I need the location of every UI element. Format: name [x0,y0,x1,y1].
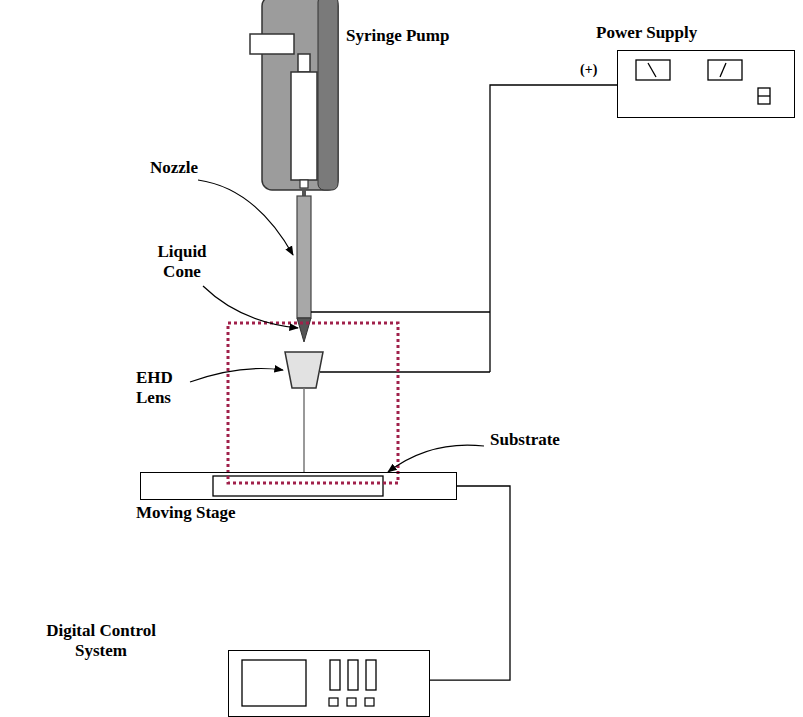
polarity-label: (+) [580,62,597,78]
wire [490,85,617,372]
control-system-box: Digital Control System [228,650,430,717]
syringe-barrel [291,72,317,180]
signal-wire [430,486,510,680]
plunger-rod [298,54,310,72]
slider [366,660,376,690]
meter-needle [720,63,726,77]
screen [242,660,306,706]
jet [303,388,305,473]
plunger-block [250,34,294,54]
part-label: Nozzle [150,158,198,178]
syringe-tip [300,180,308,188]
meter [708,60,742,80]
wire [311,311,490,312]
slider [330,660,340,690]
highlight-box [228,323,398,483]
button [329,698,338,706]
node-heading: Syringe Pump [346,26,449,46]
meter-needle [648,63,656,77]
meter [636,60,670,80]
pump-edge [318,0,338,190]
switch [758,88,770,104]
wire [320,371,490,372]
slider [348,660,358,690]
moving-stage: Moving Stage [140,472,457,500]
nozzle [297,196,311,318]
part-label: Liquid Cone [150,242,214,281]
button [347,698,356,706]
needle [302,188,306,196]
substrate [213,476,383,496]
part-label: EHD Lens [136,368,188,407]
pump-body [262,0,338,190]
node-heading: Power Supply [596,23,697,43]
pump-label: Syringe Pump [346,26,449,46]
ehd-lens [285,352,323,388]
part-label: Substrate [490,430,560,450]
leader-arrow [190,369,283,383]
node-heading: Moving Stage [136,503,236,523]
node-heading: Digital Control System [21,621,181,660]
leader-arrow [203,286,298,328]
leader-arrow [198,180,293,255]
power-supply-box: Power Supply [617,50,795,118]
switch-line [758,95,770,96]
button [365,698,374,706]
leader-arrow [388,445,484,472]
